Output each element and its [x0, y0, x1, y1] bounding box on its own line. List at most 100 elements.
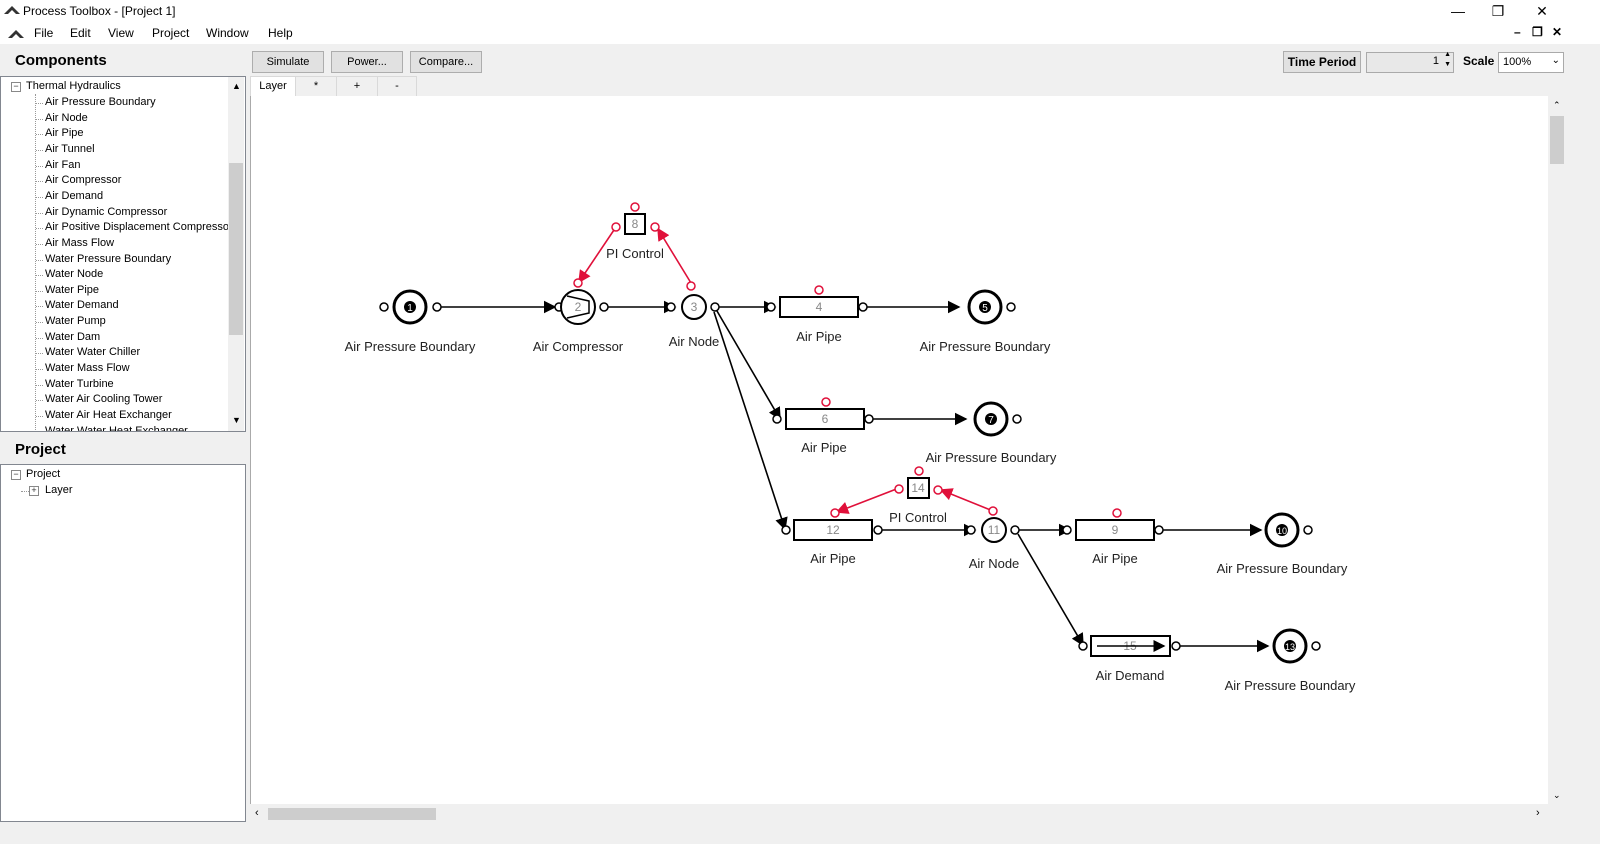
node-number: 7	[988, 415, 994, 426]
project-header: Project	[0, 435, 246, 463]
node-number: 5	[982, 303, 988, 314]
mdi-minimize-icon[interactable]: –	[1514, 25, 1521, 39]
mdi-app-icon[interactable]	[8, 29, 24, 39]
component-item[interactable]: Water Pump	[45, 315, 106, 328]
component-item[interactable]: Air Positive Displacement Compressor	[45, 221, 233, 234]
canvas-horizontal-scrollbar[interactable]: ‹ ›	[250, 806, 1548, 822]
compare-button[interactable]: Compare...	[410, 51, 482, 73]
node-number: 2	[575, 300, 582, 314]
node-air-pressure-boundary-1[interactable]: 1 Air Pressure Boundary	[345, 289, 476, 354]
scroll-down-icon[interactable]: ⌄	[1553, 790, 1561, 800]
node-air-pipe-9[interactable]: 9 Air Pipe	[1062, 508, 1164, 566]
time-period-value[interactable]: 1	[1432, 55, 1439, 67]
scroll-up-icon[interactable]: ⌃	[1553, 100, 1561, 110]
node-air-pipe-6[interactable]: 6 Air Pipe	[772, 397, 874, 455]
menu-window[interactable]: Window	[206, 26, 249, 40]
scroll-thumb[interactable]	[229, 163, 243, 335]
project-tree[interactable]: − Project + Layer	[0, 464, 246, 822]
node-label: PI Control	[606, 246, 664, 261]
tree-root-thermal-hydraulics[interactable]: Thermal Hydraulics	[26, 80, 121, 92]
scroll-thumb[interactable]	[1550, 116, 1564, 164]
node-air-node-3[interactable]: 3 Air Node	[666, 281, 720, 349]
canvas-vertical-scrollbar[interactable]: ⌃ ⌄	[1548, 96, 1566, 806]
time-period-spinner[interactable]: 1 ▲ ▼	[1366, 51, 1454, 73]
node-air-pressure-boundary-13[interactable]: 13 Air Pressure Boundary	[1225, 628, 1356, 693]
node-pi-control-14[interactable]: 14 PI Control	[889, 466, 947, 525]
component-item[interactable]: Water Water Heat Exchanger	[45, 424, 188, 432]
tab-add[interactable]: +	[336, 76, 378, 97]
menu-edit[interactable]: Edit	[70, 26, 91, 40]
node-air-node-11[interactable]: 11 Air Node	[966, 506, 1020, 571]
node-air-pressure-boundary-10[interactable]: 10 Air Pressure Boundary	[1217, 512, 1348, 576]
components-header: Components	[0, 46, 246, 74]
component-item[interactable]: Air Compressor	[45, 174, 122, 187]
node-label: PI Control	[889, 510, 947, 525]
component-item[interactable]: Air Mass Flow	[45, 236, 115, 249]
component-item[interactable]: Water Node	[45, 268, 104, 281]
node-air-pipe-12[interactable]: 12 Air Pipe	[781, 508, 883, 566]
component-item[interactable]: Air Pipe	[45, 127, 84, 140]
scroll-down-icon[interactable]: ▼	[232, 415, 241, 425]
scroll-up-icon[interactable]: ▲	[232, 81, 241, 91]
component-item[interactable]: Water Pipe	[45, 283, 100, 296]
mdi-close-icon[interactable]: ✕	[1552, 25, 1563, 39]
diagram-canvas[interactable]: 1 Air Pressure Boundary 2 Air Compressor…	[250, 96, 1549, 804]
menu-project[interactable]: Project	[152, 26, 190, 40]
component-item[interactable]: Air Fan	[45, 158, 81, 171]
menu-help[interactable]: Help	[268, 26, 293, 40]
node-number: 8	[632, 217, 639, 231]
node-label: Air Node	[669, 334, 720, 349]
component-item[interactable]: Water Pressure Boundary	[45, 252, 172, 265]
restore-button[interactable]: ❐	[1491, 3, 1505, 19]
chevron-down-icon[interactable]: ⌄	[1551, 55, 1560, 66]
tab-remove[interactable]: -	[377, 76, 417, 97]
close-button[interactable]: ✕	[1536, 3, 1548, 19]
node-label: Air Node	[969, 556, 1020, 571]
tab-star[interactable]: *	[295, 76, 337, 97]
scroll-right-icon[interactable]: ›	[1536, 807, 1540, 819]
component-item[interactable]: Air Node	[45, 111, 88, 124]
node-air-pipe-4[interactable]: 4 Air Pipe	[766, 285, 868, 344]
scroll-left-icon[interactable]: ‹	[255, 807, 259, 819]
components-tree[interactable]: − Thermal Hydraulics Air Pressure Bounda…	[0, 76, 246, 432]
tree-item-layer[interactable]: Layer	[45, 484, 73, 496]
component-item[interactable]: Water Demand	[45, 299, 119, 312]
tree-root-project[interactable]: Project	[26, 468, 61, 480]
minimize-button[interactable]: —	[1451, 3, 1465, 19]
node-pi-control-8[interactable]: 8 PI Control	[606, 202, 664, 261]
menu-view[interactable]: View	[108, 26, 134, 40]
node-label: Air Pipe	[810, 551, 856, 566]
node-air-demand-15[interactable]: 15 Air Demand	[1078, 635, 1181, 683]
tab-layer[interactable]: Layer	[250, 76, 296, 97]
node-air-pressure-boundary-5[interactable]: 5 Air Pressure Boundary	[920, 289, 1051, 354]
node-air-pressure-boundary-7[interactable]: 7 Air Pressure Boundary	[926, 401, 1057, 465]
mdi-restore-icon[interactable]: ❐	[1532, 25, 1543, 39]
scale-value[interactable]: 100%	[1503, 56, 1532, 68]
component-item[interactable]: Water Water Chiller	[45, 346, 141, 359]
component-item[interactable]: Air Dynamic Compressor	[45, 205, 168, 218]
component-item[interactable]: Water Mass Flow	[45, 362, 130, 375]
expand-icon[interactable]: +	[29, 486, 39, 496]
collapse-icon[interactable]: −	[11, 82, 21, 92]
component-item[interactable]: Water Air Heat Exchanger	[45, 409, 172, 421]
simulate-button[interactable]: Simulate	[252, 51, 324, 73]
component-item[interactable]: Air Tunnel	[45, 142, 95, 155]
menu-file[interactable]: File	[34, 26, 54, 40]
spin-up-icon[interactable]: ▲	[1444, 51, 1451, 58]
component-item[interactable]: Water Dam	[45, 330, 101, 343]
node-air-compressor-2[interactable]: 2 Air Compressor	[533, 278, 624, 354]
node-number: 6	[822, 412, 829, 426]
spin-down-icon[interactable]: ▼	[1444, 61, 1451, 68]
component-item[interactable]: Water Air Cooling Tower	[45, 393, 163, 406]
power-button[interactable]: Power...	[331, 51, 403, 73]
component-item[interactable]: Air Demand	[45, 189, 104, 202]
collapse-icon[interactable]: −	[11, 470, 21, 480]
component-item[interactable]: Water Turbine	[45, 377, 114, 390]
component-item[interactable]: Air Pressure Boundary	[45, 96, 156, 108]
scroll-thumb[interactable]	[268, 808, 436, 820]
node-label: Air Demand	[1096, 668, 1165, 683]
flow-diagram[interactable]: 1 Air Pressure Boundary 2 Air Compressor…	[251, 96, 1549, 804]
scale-select[interactable]: 100% ⌄	[1498, 52, 1564, 73]
components-scrollbar[interactable]: ▲ ▼	[228, 77, 244, 431]
title-bar: Process Toolbox - [Project 1] — ❐ ✕	[0, 0, 1600, 22]
